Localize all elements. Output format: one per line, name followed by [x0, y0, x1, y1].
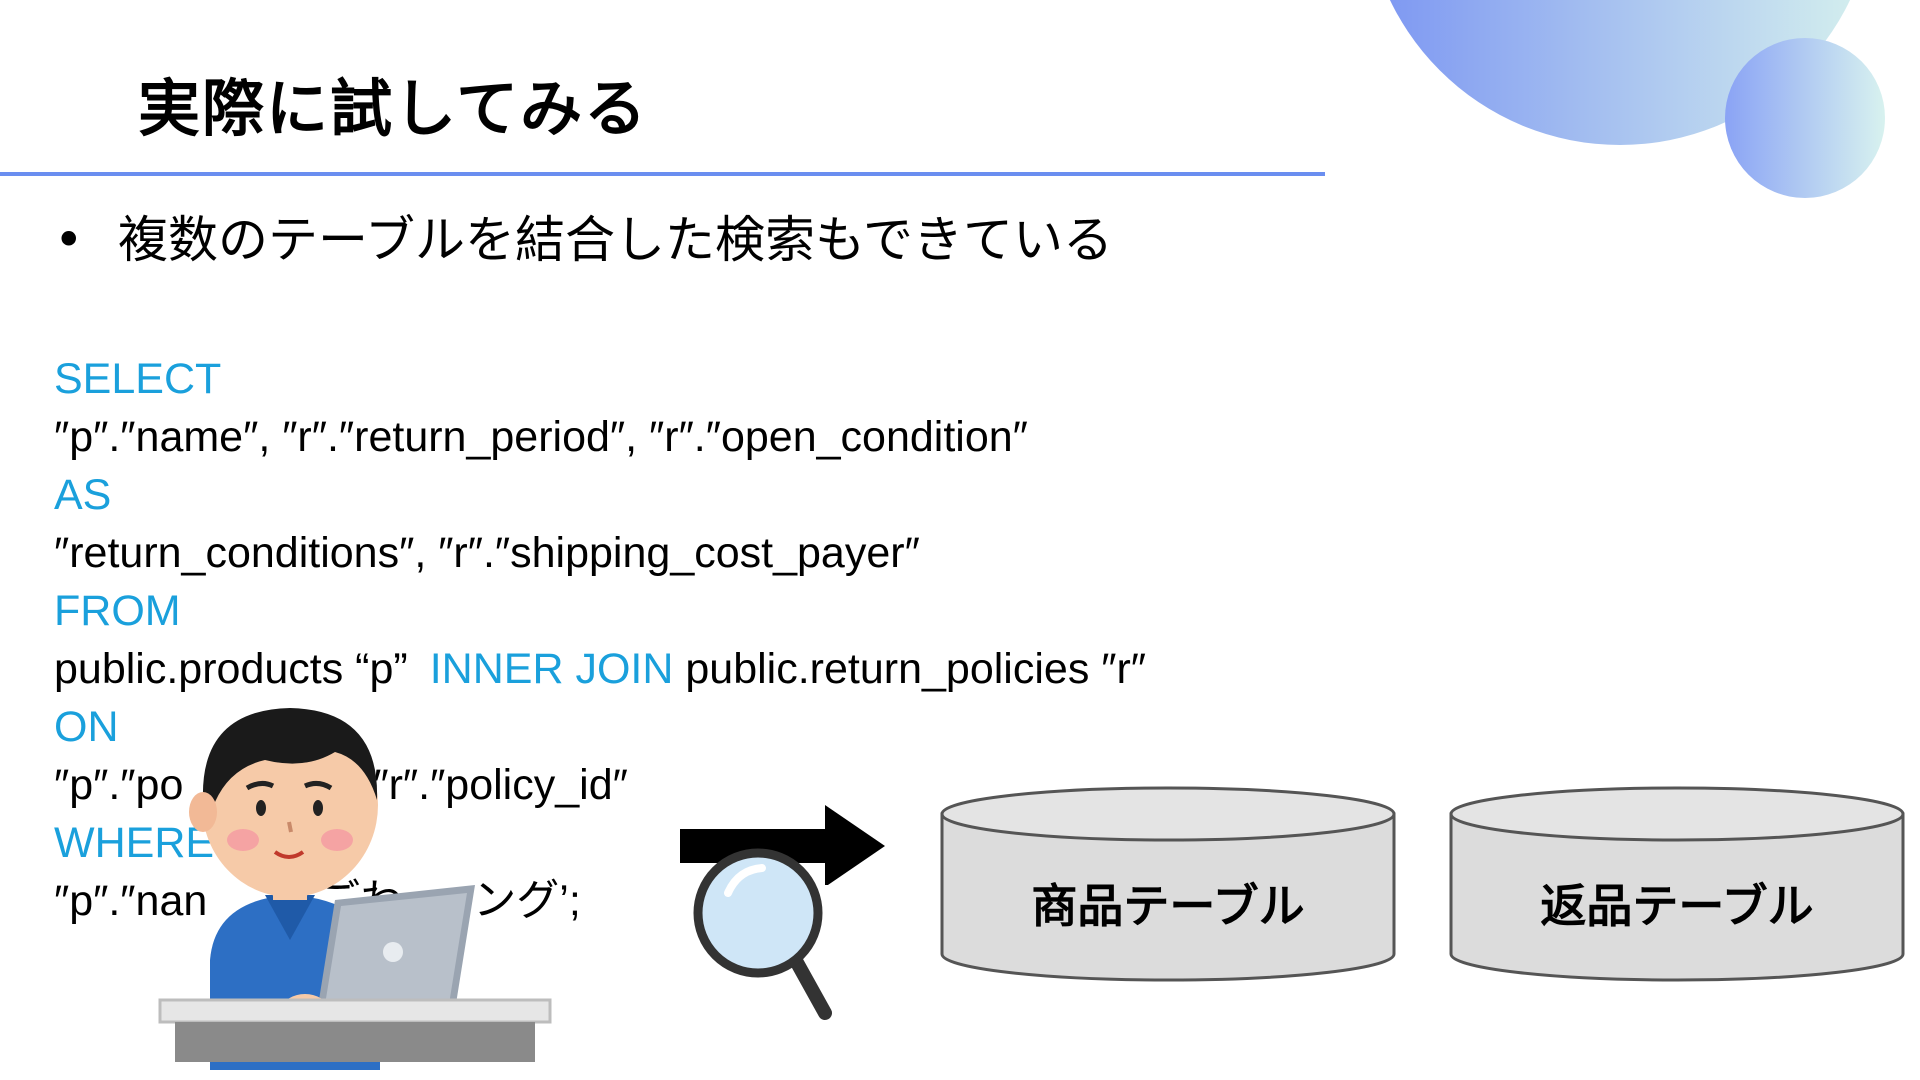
sql-keyword-select: SELECT — [54, 355, 222, 403]
sql-where-left: ″p″.″nan — [54, 877, 208, 925]
title-divider — [0, 172, 1325, 176]
sql-select-columns: ″p″.″name″, ″r″.″return_period″, ″r″.″op… — [54, 413, 1028, 461]
decorative-circles — [1390, 0, 1885, 198]
sql-keyword-from: FROM — [54, 587, 181, 635]
sql-as-columns: ″return_conditions″, ″r″.″shipping_cost_… — [54, 529, 920, 577]
sql-keyword-on: ON — [54, 703, 119, 751]
bullet-dot: • — [54, 211, 84, 269]
sql-from-left-table: public.products “p” — [54, 645, 408, 693]
page-title: 実際に試してみる — [138, 72, 649, 145]
person-at-laptop-icon — [158, 708, 552, 1070]
sql-on-left: ″p″.″po — [54, 761, 184, 809]
database-cylinder-icon — [940, 786, 1396, 982]
bullet-text: 複数のテーブルを結合した検索もできている — [118, 211, 1113, 269]
sql-on-right: ″r″.″policy_id″ — [373, 761, 628, 809]
sql-from-clause: public.products “p” INNER JOIN public.ret… — [54, 640, 1146, 698]
sql-where-tail: ング’; — [473, 877, 581, 925]
sql-keyword-where: WHERE — [54, 819, 215, 867]
sql-from-right-table: public.return_policies ″r″ — [685, 645, 1147, 693]
database-returns: 返品テーブル — [1447, 782, 1907, 992]
sql-on-condition: ″p″.″po ″r″.″policy_id″ — [54, 756, 1146, 814]
sql-keyword-as: AS — [54, 471, 112, 519]
small-deco-circle — [1725, 38, 1885, 198]
sql-keyword-inner-join: INNER JOIN — [429, 645, 674, 693]
bullet-point: • 複数のテーブルを結合した検索もできている — [54, 200, 1113, 272]
sql-query: SELECT ″p″.″name″, ″r″.″return_period″, … — [54, 350, 1146, 930]
database-products: 商品テーブル — [938, 782, 1398, 992]
magnifier-icon — [693, 848, 832, 1020]
database-products-label: 商品テーブル — [1031, 879, 1305, 933]
database-cylinder-icon — [1449, 786, 1905, 982]
database-returns-label: 返品テーブル — [1540, 879, 1814, 933]
